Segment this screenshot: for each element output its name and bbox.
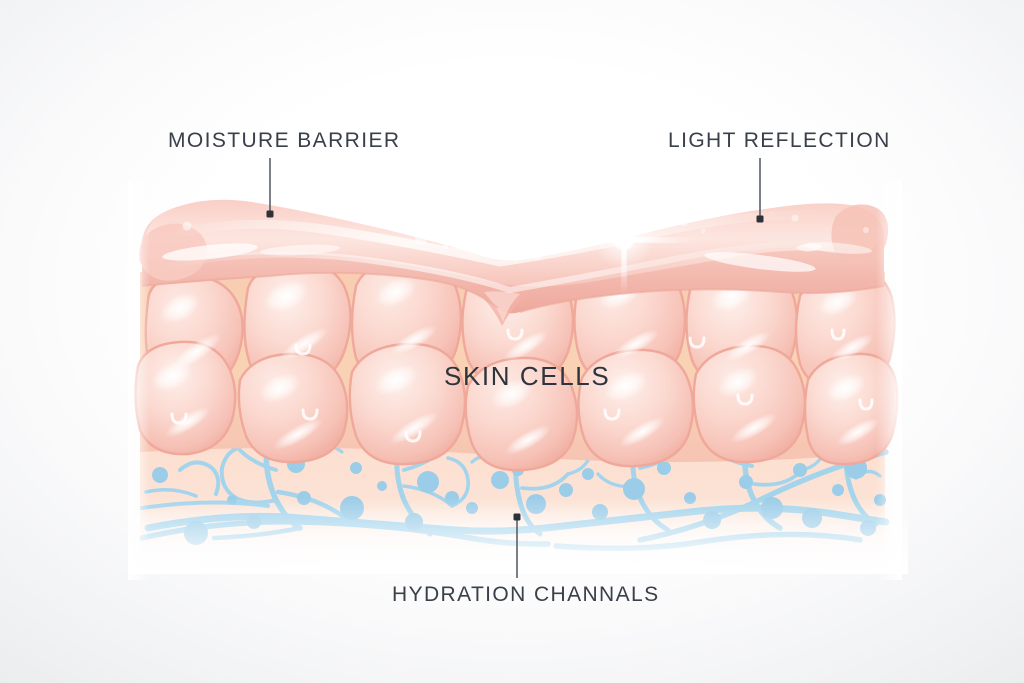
barrier-bubbles (182, 214, 869, 260)
illustration-edge-fades (128, 180, 908, 580)
label-hydration-channals: HYDRATION CHANNALS (392, 583, 660, 606)
leader-dot-moisture-barrier (266, 210, 274, 218)
leader-dot-light-reflection (756, 215, 764, 223)
label-light-reflection: LIGHT REFLECTION (668, 129, 891, 152)
label-moisture-barrier: MOISTURE BARRIER (168, 129, 401, 152)
moisture-barrier-layer (139, 199, 889, 326)
skin-cells-row-lower (134, 340, 899, 472)
cell-nuclei-marks (170, 328, 874, 443)
callout-leaders (269, 158, 761, 578)
leader-dot-hydration-channals (513, 513, 521, 521)
light-reflection-sparkle (554, 186, 694, 294)
callout-leader-dots (266, 210, 764, 521)
label-skin-cells: SKIN CELLS (444, 361, 611, 391)
